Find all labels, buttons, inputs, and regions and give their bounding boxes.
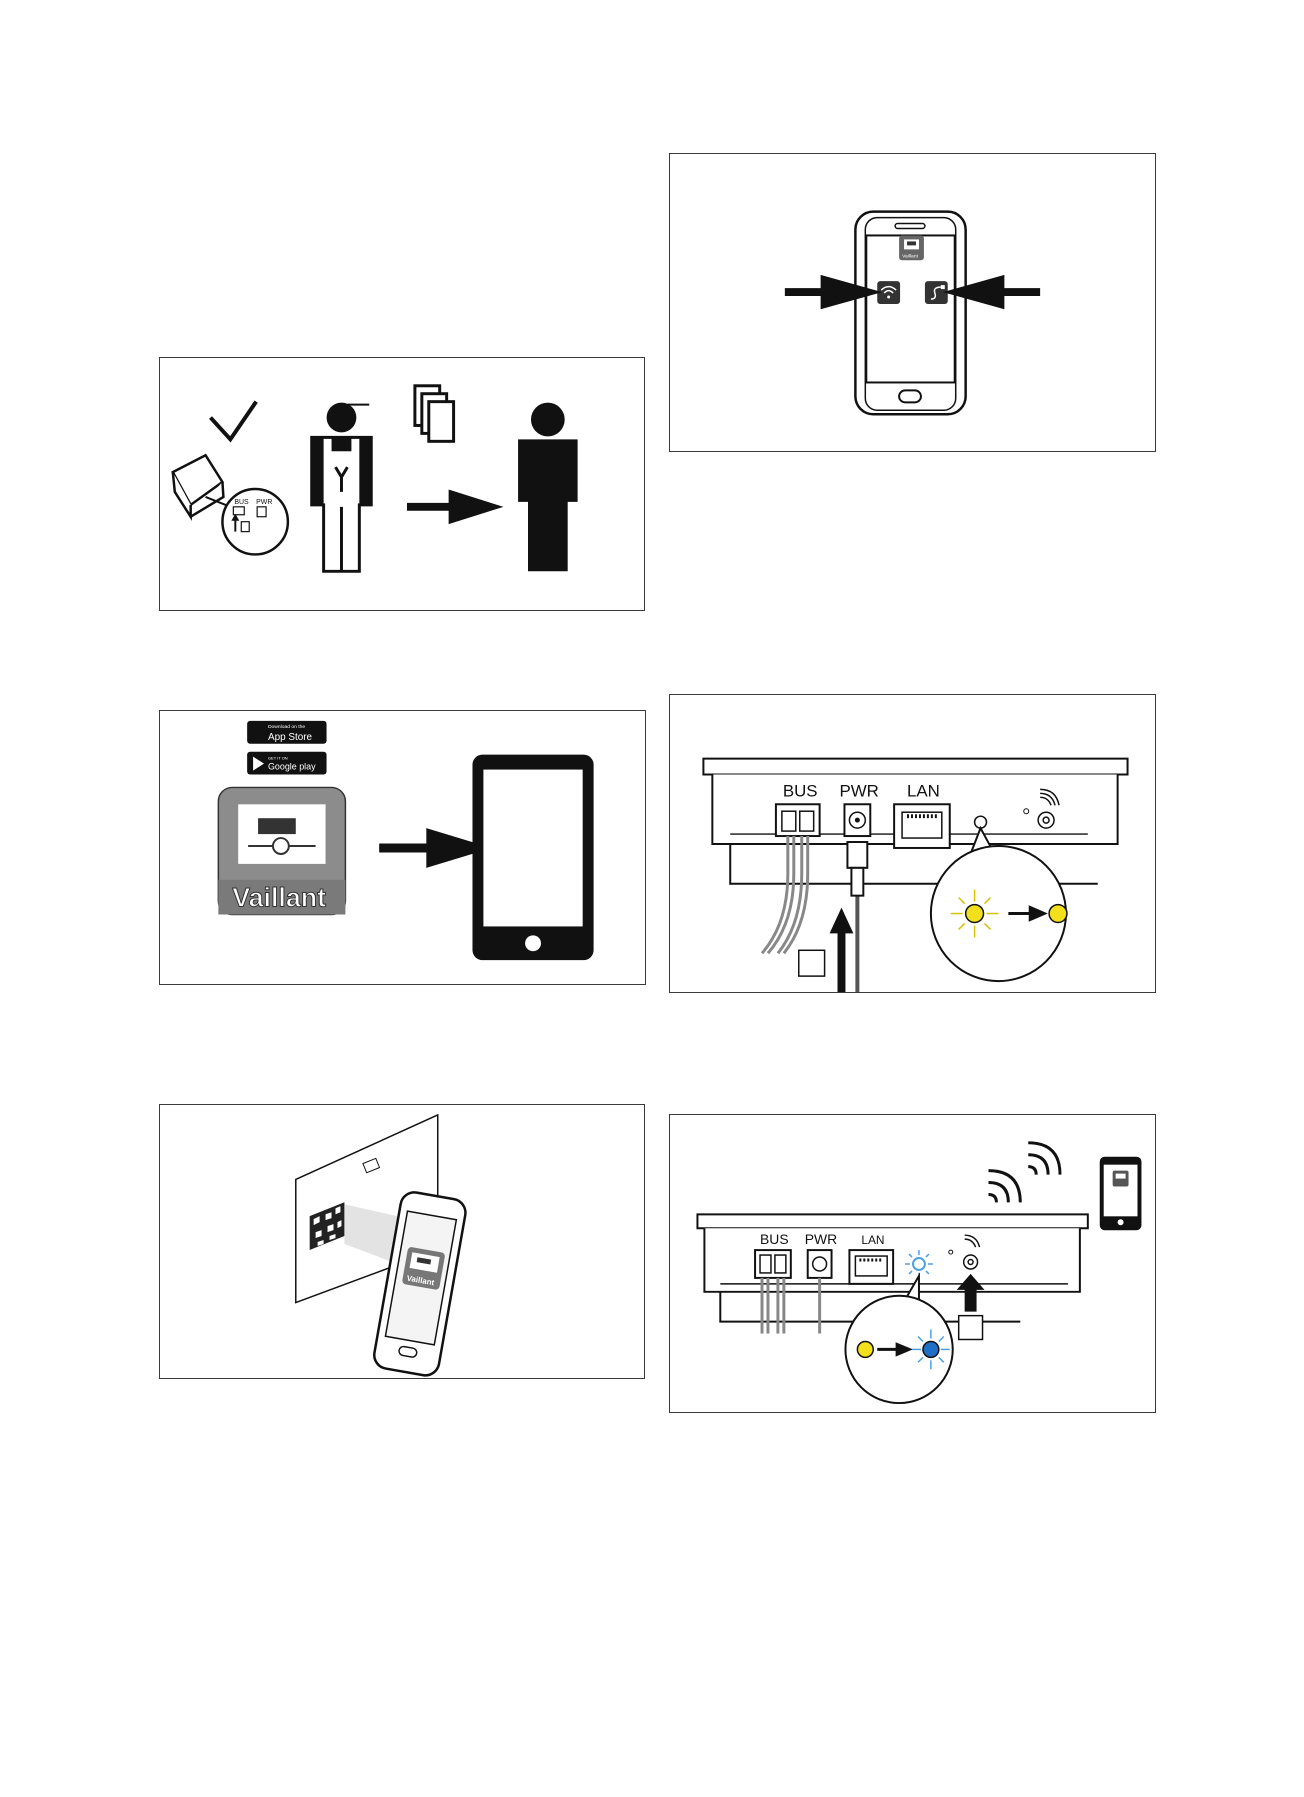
port-label-pwr: PWR [805, 1231, 837, 1247]
user-icon [518, 403, 578, 572]
pwr-port [844, 804, 870, 836]
wifi-icon [877, 281, 900, 304]
svg-text:PWR: PWR [256, 499, 272, 506]
port-detail-magnifier: BUS PWR [222, 489, 287, 554]
svg-text:App Store: App Store [268, 732, 313, 743]
smartphone-icon [1100, 1157, 1142, 1231]
googleplay-badge: GET IT ON Google play [247, 752, 326, 775]
pwr-port [808, 1250, 832, 1278]
arrow-up-icon [830, 908, 854, 992]
svg-text:GET IT ON: GET IT ON [268, 756, 288, 761]
panel-wifi-pairing: BUS PWR LAN [669, 1114, 1156, 1413]
svg-text:BUS: BUS [234, 499, 249, 506]
bus-port [776, 804, 820, 836]
qr-scan-illustration: Vaillant [160, 1105, 644, 1378]
port-label-lan: LAN [907, 781, 940, 800]
arrow-left-icon [958, 280, 1040, 304]
bus-port [755, 1250, 791, 1278]
port-label-bus: BUS [760, 1231, 789, 1247]
step-number-box [959, 1316, 983, 1340]
port-label-pwr: PWR [839, 781, 878, 800]
lan-port [849, 1250, 893, 1284]
app-icon: Vaillant [899, 235, 924, 260]
installer-icon [312, 403, 372, 572]
led-detail-magnifier [931, 828, 1067, 981]
app-download-illustration: Download on the App Store GET IT ON Goog… [160, 711, 645, 984]
svg-text:Vaillant: Vaillant [902, 253, 919, 259]
panel-app-connection-options: Vaillant [669, 153, 1156, 452]
wifi-pairing-illustration: BUS PWR LAN [670, 1115, 1155, 1412]
led-yellow-steady-icon [1049, 905, 1067, 923]
status-led-blue-blinking-icon [905, 1250, 933, 1278]
check-icon [211, 402, 257, 440]
wifi-signal-icon [988, 1143, 1060, 1203]
svg-text:Google play: Google play [268, 762, 316, 772]
panel-installer-handover: BUS PWR [159, 357, 645, 611]
smartphone-icon [472, 755, 593, 960]
step-number-box [799, 950, 825, 976]
led-yellow-steady-icon [857, 1341, 873, 1357]
port-label-lan: LAN [861, 1233, 884, 1247]
lan-port [894, 804, 950, 848]
app-connection-illustration: Vaillant [670, 154, 1155, 451]
port-label-bus: BUS [783, 781, 818, 800]
power-connect-illustration: BUS PWR LAN [670, 695, 1155, 992]
svg-text:Download on the: Download on the [268, 724, 305, 730]
handover-illustration: BUS PWR [160, 358, 644, 610]
panel-qr-scan: Vaillant [159, 1104, 645, 1379]
panel-power-connect: BUS PWR LAN [669, 694, 1156, 993]
panel-app-download: Download on the App Store GET IT ON Goog… [159, 710, 646, 985]
svg-text:Vaillant: Vaillant [232, 883, 326, 913]
appstore-badge: Download on the App Store [247, 721, 326, 744]
arrow-right-icon [407, 495, 490, 519]
gateway-device-icon [173, 455, 231, 517]
cable-icon [925, 281, 948, 304]
arrow-right-icon [379, 834, 476, 862]
documents-icon [415, 386, 454, 442]
vaillant-app-icon: Vaillant [218, 787, 345, 914]
led-detail-magnifier [845, 1276, 952, 1403]
